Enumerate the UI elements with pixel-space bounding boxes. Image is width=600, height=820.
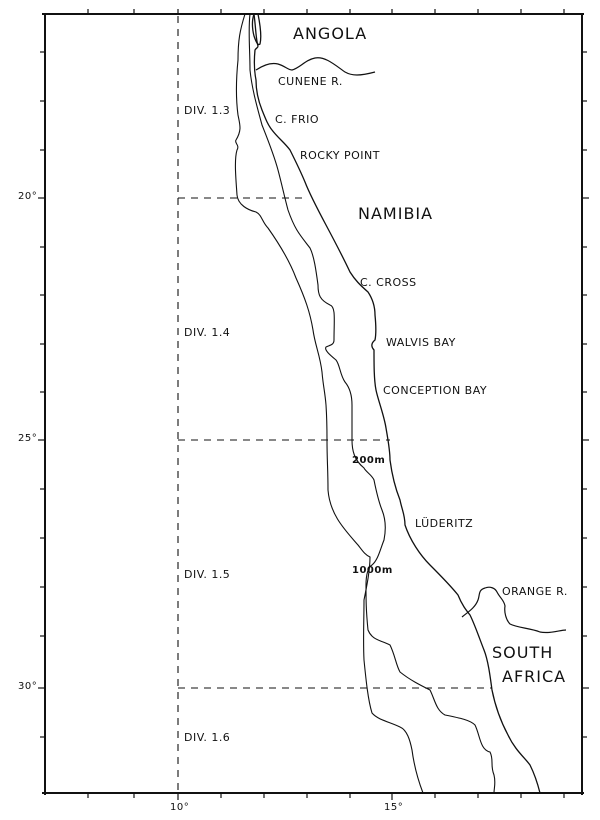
country-label-south-africa-2: AFRICA — [502, 667, 567, 686]
cunene-river — [255, 57, 376, 76]
coastline — [253, 13, 541, 794]
division-label-1-3: DIV. 1.3 — [184, 104, 231, 117]
division-boundaries — [177, 16, 492, 792]
place-label-luderitz: LÜDERITZ — [415, 517, 474, 530]
place-label-rocky-point: ROCKY POINT — [300, 149, 381, 162]
place-label-walvis-bay: WALVIS BAY — [386, 336, 456, 349]
latitude-ticks — [38, 51, 589, 738]
country-label-south-africa-1: SOUTH — [492, 643, 554, 662]
depth-label-200m: 200m — [352, 455, 386, 466]
place-label-cunene-river: CUNENE R. — [278, 75, 343, 88]
angola-coast-detail — [251, 13, 262, 46]
orange-river — [461, 586, 567, 634]
place-label-orange-river: ORANGE R. — [502, 585, 568, 598]
longitude-ticks — [87, 9, 565, 800]
lat-label-30: 30° — [18, 681, 38, 692]
contour-1000m-line — [234, 13, 424, 794]
lon-label-10: 10° — [170, 802, 190, 813]
place-label-cape-cross: C. CROSS — [360, 276, 417, 289]
division-label-1-5: DIV. 1.5 — [184, 568, 231, 581]
place-label-cape-frio: C. FRIO — [275, 113, 320, 126]
lat-label-25: 25° — [18, 433, 38, 444]
lon-label-15: 15° — [384, 802, 404, 813]
contour-200m-line — [248, 13, 496, 794]
country-label-namibia: NAMIBIA — [358, 204, 434, 223]
division-label-1-4: DIV. 1.4 — [184, 326, 231, 339]
lat-label-20: 20° — [18, 191, 38, 202]
country-label-angola: ANGOLA — [293, 24, 368, 43]
division-label-1-6: DIV. 1.6 — [184, 731, 231, 744]
depth-label-1000m: 1000m — [352, 565, 393, 576]
place-label-conception-bay: CONCEPTION BAY — [383, 384, 488, 397]
